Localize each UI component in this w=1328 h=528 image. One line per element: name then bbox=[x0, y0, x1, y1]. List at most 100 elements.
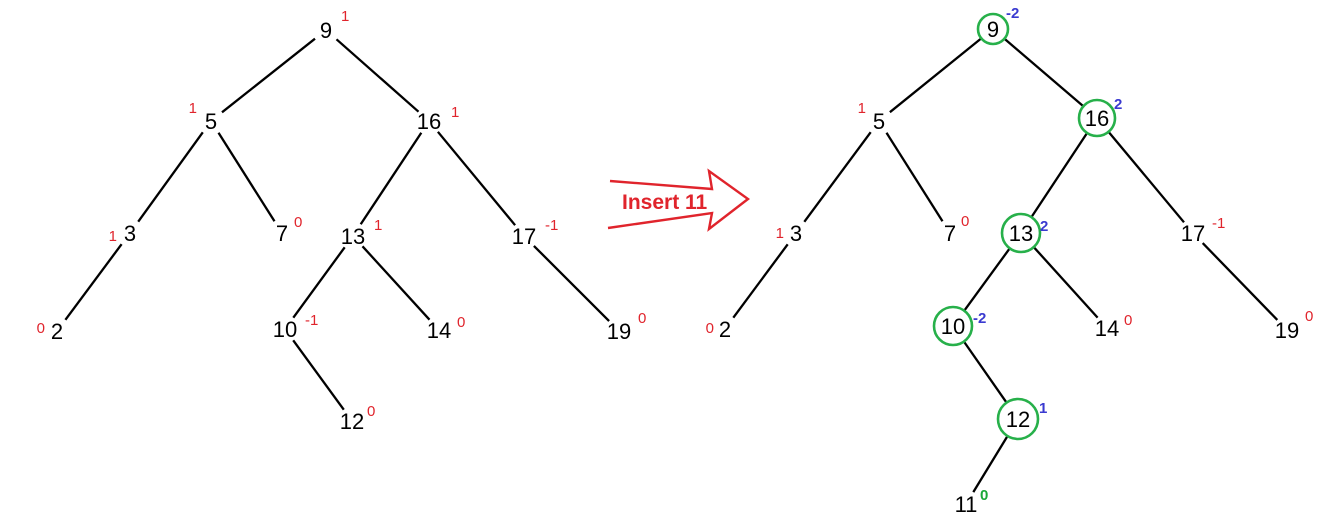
balance-factor: -1 bbox=[305, 312, 318, 329]
node-key: 14 bbox=[1095, 316, 1119, 341]
balance-factor: -1 bbox=[545, 217, 558, 234]
balance-factor: 0 bbox=[706, 320, 714, 337]
balance-factor: -1 bbox=[1212, 215, 1225, 232]
tree-edge bbox=[1031, 133, 1088, 217]
tree-node: 20 bbox=[37, 319, 63, 344]
node-key: 3 bbox=[124, 221, 136, 246]
node-key: 2 bbox=[719, 317, 731, 342]
tree-edge bbox=[1004, 38, 1084, 107]
node-key: 12 bbox=[340, 409, 364, 434]
node-key: 16 bbox=[417, 109, 441, 134]
balance-factor: 0 bbox=[294, 214, 302, 231]
node-key: 5 bbox=[205, 109, 217, 134]
highlight-ring bbox=[932, 305, 974, 347]
highlight-ring bbox=[1077, 98, 1117, 138]
node-key: 13 bbox=[1009, 221, 1033, 246]
tree-edge bbox=[963, 248, 1011, 311]
highlight-ring bbox=[1000, 212, 1042, 254]
tree-edge bbox=[972, 436, 1008, 493]
tree-edge bbox=[335, 38, 420, 113]
balance-factor: 0 bbox=[1305, 308, 1313, 325]
balance-factor: 0 bbox=[37, 320, 45, 337]
tree-node: 19 0 bbox=[1275, 308, 1314, 343]
tree-node: 14 0 bbox=[1095, 312, 1133, 341]
tree-edge bbox=[889, 38, 982, 114]
tree-node: 19 0 bbox=[607, 310, 647, 344]
balance-factor: 1 bbox=[341, 8, 349, 25]
node-key: 19 bbox=[607, 319, 631, 344]
balance-factor: 1 bbox=[451, 104, 459, 121]
tree-edge bbox=[1033, 247, 1099, 319]
balance-factor: 2 bbox=[1114, 96, 1122, 113]
balance-factor: 2 bbox=[1040, 218, 1048, 235]
tree-node: 9 -2 bbox=[976, 5, 1019, 46]
tree-edge bbox=[137, 131, 204, 223]
tree-node: 51 bbox=[858, 100, 885, 134]
node-key: 5 bbox=[873, 109, 885, 134]
node-key: 13 bbox=[341, 224, 365, 249]
balance-factor: 0 bbox=[638, 310, 646, 327]
node-key: 16 bbox=[1085, 106, 1109, 131]
tree-node: 10 -2 bbox=[932, 305, 986, 347]
arrow-shape bbox=[607, 168, 751, 232]
tree-node: 13 1 bbox=[341, 217, 383, 249]
balance-factor: 1 bbox=[189, 100, 197, 117]
tree-edge bbox=[1201, 242, 1279, 321]
balance-factor: 0 bbox=[961, 213, 969, 230]
tree-edge bbox=[732, 243, 789, 319]
tree-edge bbox=[963, 341, 1007, 403]
node-key: 11 bbox=[955, 492, 978, 517]
tree-node: 20 bbox=[706, 317, 731, 342]
node-key: 7 bbox=[944, 221, 956, 246]
node-key: 3 bbox=[790, 221, 802, 246]
tree-node: 10 -1 bbox=[273, 312, 319, 342]
tree-edge bbox=[64, 243, 123, 321]
tree-edge bbox=[221, 37, 316, 114]
tree-edge bbox=[292, 339, 345, 411]
tree-node: 91 bbox=[320, 8, 349, 43]
tree-node: 17 -1 bbox=[512, 217, 559, 249]
tree-edge bbox=[217, 132, 276, 222]
tree-node: 31 bbox=[776, 221, 802, 246]
tree-node: 13 2 bbox=[1000, 212, 1048, 254]
tree-edge bbox=[1108, 131, 1185, 224]
tree-node: 31 bbox=[109, 221, 136, 246]
node-key: 7 bbox=[276, 221, 288, 246]
balance-factor: -2 bbox=[1006, 5, 1019, 22]
tree-node: 16 2 bbox=[1077, 96, 1122, 138]
balance-factor: 1 bbox=[374, 217, 382, 234]
node-key: 2 bbox=[51, 319, 63, 344]
tree-edge bbox=[361, 245, 431, 321]
balance-factor: 1 bbox=[1039, 400, 1047, 417]
node-key: 10 bbox=[941, 314, 965, 339]
highlight-ring bbox=[976, 12, 1010, 46]
node-key: 14 bbox=[427, 318, 451, 343]
balance-factor: 0 bbox=[1124, 312, 1132, 329]
node-key: 9 bbox=[987, 17, 999, 42]
tree-edge bbox=[885, 132, 944, 222]
balance-factor: -2 bbox=[973, 310, 986, 327]
insert-arrow: Insert 11 bbox=[607, 168, 751, 232]
balance-factor: 0 bbox=[457, 314, 465, 331]
tree-edge bbox=[533, 245, 610, 322]
tree-node: 16 1 bbox=[417, 104, 460, 134]
balance-factor: 1 bbox=[858, 100, 866, 117]
balance-factor: 0 bbox=[367, 403, 375, 420]
node-key: 19 bbox=[1275, 318, 1299, 343]
tree-node: 17-1 bbox=[1181, 215, 1226, 246]
tree-node: 51 bbox=[189, 100, 217, 134]
insert-label: Insert 11 bbox=[622, 191, 708, 214]
node-key: 17 bbox=[512, 224, 536, 249]
node-key: 10 bbox=[273, 317, 297, 342]
tree-edge bbox=[292, 246, 346, 319]
highlight-ring bbox=[996, 397, 1040, 441]
tree-node: 14 0 bbox=[427, 314, 466, 343]
edges-layer bbox=[64, 37, 1279, 493]
balance-factor: 1 bbox=[109, 228, 117, 245]
